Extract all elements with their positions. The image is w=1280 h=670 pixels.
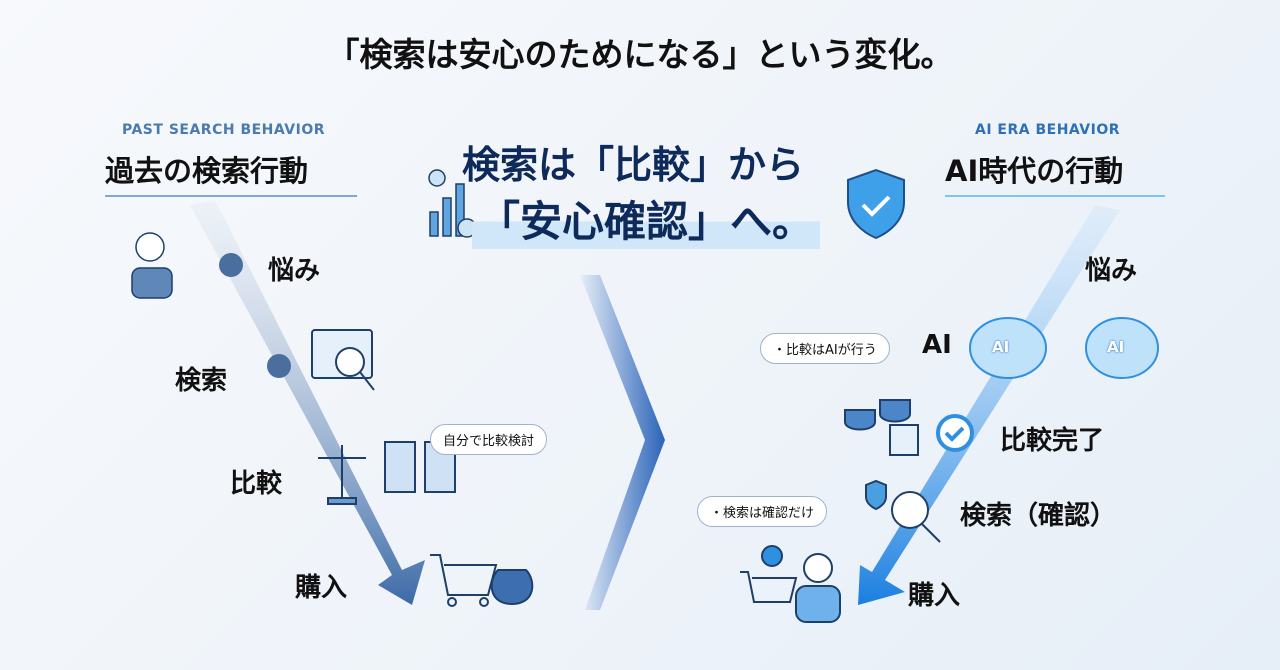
- cart-money-icon: [430, 554, 534, 607]
- right-step-worry: 悩み: [1085, 256, 1138, 286]
- center-headline-line2: 「安心確認」へ。: [472, 188, 821, 249]
- left-subtitle-jp: 過去の検索行動: [105, 154, 309, 188]
- center-chevron: [580, 275, 665, 610]
- left-step-search: 検索: [175, 366, 228, 396]
- ai-badge: AI: [992, 338, 1010, 356]
- right-subtitle-jp: AI時代の行動: [945, 154, 1124, 188]
- check-circle-icon: [936, 414, 974, 452]
- shield-magnifier-icon: [865, 479, 941, 543]
- step-dot: [219, 253, 243, 277]
- right-note-ai-compares: ・比較はAIが行う: [760, 333, 890, 364]
- left-step-purchase: 購入: [295, 573, 348, 603]
- center-headline-line1: 検索は「比較」から: [462, 143, 805, 187]
- shield-check-icon: [847, 168, 905, 240]
- right-subtitle-en: AI ERA BEHAVIOR: [975, 122, 1121, 138]
- left-step-compare: 比較: [230, 469, 283, 499]
- search-window-icon: [311, 329, 375, 391]
- right-step-search-confirm: 検索（確認）: [960, 501, 1117, 531]
- step-dot: [267, 354, 291, 378]
- right-step-compare-done: 比較完了: [1000, 426, 1105, 456]
- right-step-ai: AI: [922, 330, 952, 360]
- right-note-search-confirm: ・検索は確認だけ: [697, 496, 828, 527]
- page-title: 「検索は安心のためになる」という変化。: [326, 35, 954, 74]
- left-step-worry: 悩み: [268, 256, 321, 286]
- scale-icon: [318, 441, 456, 505]
- brain-ai-icon: [969, 317, 1159, 379]
- left-note: 自分で比較検討: [430, 424, 548, 455]
- right-step-purchase: 購入: [908, 581, 961, 611]
- chart-coin-icon: [428, 169, 477, 238]
- woman-cart-icon: [740, 545, 841, 623]
- trophy-icon: [844, 399, 919, 456]
- person-thinking-icon: [131, 232, 173, 299]
- left-subtitle-en: PAST SEARCH BEHAVIOR: [122, 122, 326, 138]
- ai-chip-badge: AI: [1107, 338, 1125, 356]
- left-flow-arrow: [190, 200, 425, 605]
